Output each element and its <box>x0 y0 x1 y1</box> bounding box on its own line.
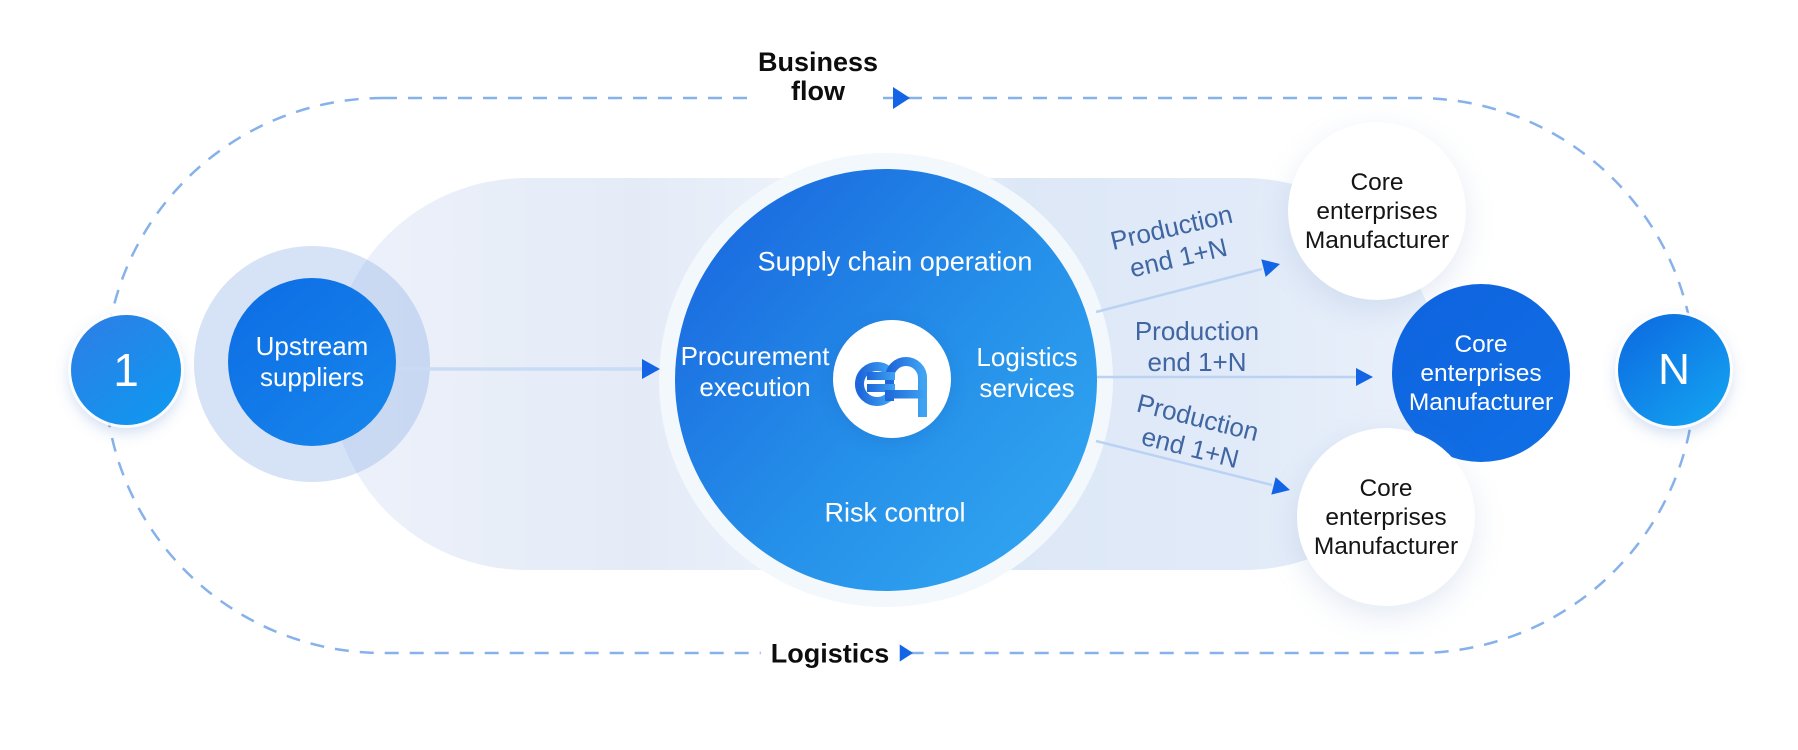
production-arrowhead-top <box>1261 259 1280 277</box>
business-flow-label: Business flow <box>753 46 883 108</box>
ea-logo-disc <box>833 320 951 438</box>
badge-one-label: 1 <box>113 344 139 396</box>
platform-label-procurement-execution: Procurement execution <box>680 341 830 402</box>
core-bottom-line1: Core <box>1359 474 1413 502</box>
production-line-top <box>1095 267 1263 314</box>
platform-label-risk-control: Risk control <box>824 497 966 528</box>
core-bottom-line2: enterprises <box>1325 503 1447 531</box>
business-flow-arrowhead <box>893 87 910 109</box>
badge-one: 1 <box>71 315 181 425</box>
upstream-to-platform-arrowhead <box>642 359 660 379</box>
production-arrowhead-middle <box>1356 368 1373 386</box>
production-line-bottom <box>1095 439 1273 487</box>
badge-n-label: N <box>1658 345 1690 394</box>
core-top-line2: enterprises <box>1316 197 1438 225</box>
upstream-suppliers-label: Upstream suppliers <box>255 331 369 392</box>
logistics-label: Logistics <box>760 637 900 671</box>
core-top-line3: Manufacturer <box>1304 226 1450 254</box>
production-label-middle: Production end 1+N <box>1135 316 1259 378</box>
core-bottom-line3: Manufacturer <box>1313 532 1459 560</box>
ea-logo-bars <box>867 372 927 399</box>
platform-label-supply-chain-operation: Supply chain operation <box>757 246 1033 277</box>
logistics-arrowhead <box>896 642 913 664</box>
production-arrowhead-bottom <box>1271 477 1290 495</box>
upstream-suppliers-circle: Upstream suppliers <box>228 278 396 446</box>
core-middle-line3: Manufacturer <box>1408 388 1554 416</box>
ea-logo-icon <box>855 357 927 417</box>
core-enterprise-circle-top: Core enterprises Manufacturer <box>1288 122 1466 300</box>
core-enterprise-circle-bottom: Core enterprises Manufacturer <box>1297 428 1475 606</box>
core-middle-line2: enterprises <box>1420 359 1542 387</box>
platform-label-logistics-services: Logistics services <box>976 342 1078 403</box>
core-middle-line1: Core <box>1454 330 1508 358</box>
production-label-middle-line2: end 1+N <box>1147 347 1247 377</box>
core-enterprise-circle-middle: Core enterprises Manufacturer <box>1392 284 1570 462</box>
production-label-middle-line1: Production <box>1134 316 1260 346</box>
ea-logo-e-arc <box>855 362 894 406</box>
core-top-line1: Core <box>1350 168 1404 196</box>
badge-n: N <box>1618 314 1730 426</box>
